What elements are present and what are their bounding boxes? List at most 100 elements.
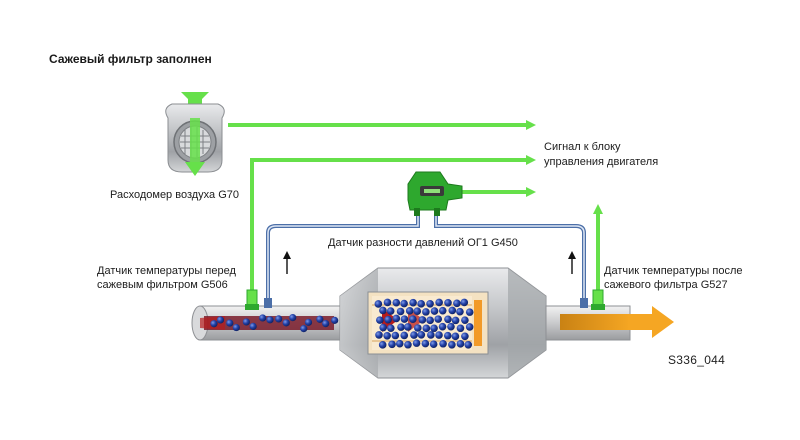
soot-particle xyxy=(391,331,400,340)
soot-particle xyxy=(387,324,395,332)
air-flow-meter-g70 xyxy=(165,92,225,176)
label-temp-after-line1: Датчик температуры после xyxy=(604,265,743,277)
soot-particle xyxy=(388,340,396,349)
soot-particle xyxy=(456,307,464,316)
soot-particle xyxy=(413,307,422,315)
soot-particle xyxy=(444,299,452,307)
label-temp-after-line2: сажевого фильтра G527 xyxy=(604,279,728,291)
soot-particle xyxy=(232,323,240,332)
soot-particle xyxy=(397,323,405,331)
soot-particle xyxy=(410,331,418,339)
soot-particle xyxy=(465,323,474,331)
soot-particle xyxy=(400,299,408,308)
soot-particle xyxy=(226,319,234,327)
soot-particle xyxy=(430,324,438,333)
soot-particle xyxy=(282,319,290,327)
soot-particle xyxy=(451,316,460,325)
soot-particle xyxy=(448,306,457,315)
soot-particle xyxy=(275,315,283,323)
soot-particle xyxy=(412,339,421,347)
soot-particle xyxy=(421,339,430,348)
soot-particle xyxy=(464,340,473,349)
soot-particle xyxy=(316,315,324,323)
soot-particle xyxy=(289,314,297,322)
soot-particle xyxy=(426,316,434,325)
soot-particle xyxy=(456,340,465,348)
soot-particle xyxy=(392,314,401,323)
soot-particle xyxy=(409,315,417,323)
soot-particle xyxy=(438,322,447,331)
soot-particle xyxy=(404,323,412,331)
soot-particle xyxy=(376,316,384,324)
soot-particle xyxy=(383,298,392,307)
diagram-title: Сажевый фильтр заполнен xyxy=(49,52,212,66)
soot-particle xyxy=(383,331,391,340)
pressure-tap-before xyxy=(264,298,272,308)
soot-particle xyxy=(435,298,443,307)
soot-particle xyxy=(400,315,409,323)
label-pressure-sensor: Датчик разности давлений ОГ1 G450 xyxy=(328,237,518,249)
soot-particle xyxy=(461,316,469,324)
soot-particle xyxy=(417,300,425,308)
soot-particle xyxy=(465,308,474,316)
temp-sensor-g506 xyxy=(245,289,259,310)
soot-particle xyxy=(461,332,469,341)
soot-particle xyxy=(300,325,308,333)
soot-particle xyxy=(322,320,330,328)
soot-particle xyxy=(266,316,274,324)
soot-particle xyxy=(249,322,257,330)
temp-sensor-g527 xyxy=(591,289,605,310)
soot-particle xyxy=(304,318,313,326)
exhaust-flow-arrow-icon xyxy=(628,306,674,338)
soot-particle xyxy=(434,315,443,323)
soot-particle xyxy=(374,300,383,308)
soot-particle xyxy=(396,307,405,316)
soot-particle xyxy=(460,298,469,307)
soot-particle xyxy=(439,339,447,348)
soot-particle xyxy=(430,307,439,315)
label-signal-line1: Сигнал к блоку xyxy=(544,141,621,153)
pressure-pipes xyxy=(266,210,586,300)
soot-particle xyxy=(422,324,431,333)
soot-particle xyxy=(453,299,461,308)
soot-particle xyxy=(426,299,434,308)
soot-particle xyxy=(378,341,387,349)
soot-particle xyxy=(414,324,422,332)
soot-particle xyxy=(427,331,435,339)
soot-particle xyxy=(422,308,430,316)
label-temp-before-line1: Датчик температуры перед xyxy=(97,265,236,277)
soot-particle xyxy=(259,314,267,322)
soot-particle xyxy=(418,316,427,324)
pressure-sensor-g450 xyxy=(407,171,463,216)
soot-particle xyxy=(451,332,460,341)
soot-particle xyxy=(447,322,455,331)
signal-lines xyxy=(228,120,603,292)
figure-code: S336_044 xyxy=(668,353,726,367)
soot-particle xyxy=(386,307,395,315)
soot-particle xyxy=(375,331,383,339)
signal-line-temp-before xyxy=(250,155,536,292)
soot-particle xyxy=(448,341,456,349)
soot-particle xyxy=(379,323,387,332)
soot-particle xyxy=(417,331,426,339)
soot-particle xyxy=(435,331,443,339)
label-air-flow-meter: Расходомер воздуха G70 xyxy=(110,189,240,201)
soot-particle xyxy=(210,320,218,328)
soot-particle xyxy=(456,324,465,333)
soot-particle xyxy=(429,340,438,349)
soot-particle xyxy=(444,315,452,324)
exhaust-system xyxy=(191,267,674,379)
soot-particle xyxy=(392,298,401,307)
soot-particle xyxy=(400,331,409,340)
soot-particle xyxy=(216,316,225,324)
soot-particle xyxy=(405,307,414,315)
soot-particle xyxy=(379,306,387,315)
soot-particle xyxy=(242,318,250,326)
soot-particle xyxy=(395,339,404,348)
soot-particle xyxy=(384,315,392,324)
soot-particle xyxy=(404,340,412,349)
label-signal-line2: управления двигателя xyxy=(544,156,659,168)
soot-particles xyxy=(210,298,474,349)
soot-particle xyxy=(438,306,447,315)
